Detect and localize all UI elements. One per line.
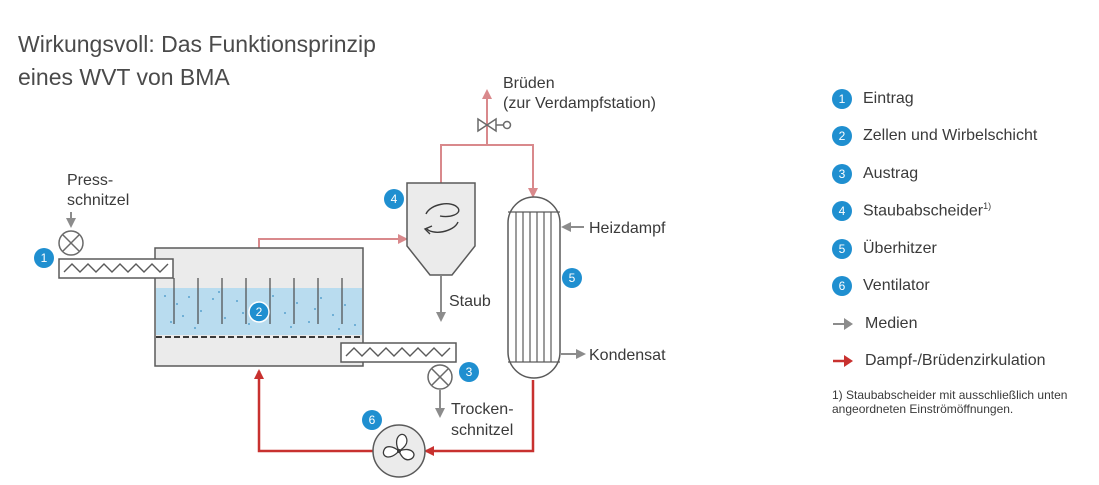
svg-text:5: 5 <box>569 271 576 285</box>
fan-icon <box>372 424 426 478</box>
label-press-pulp-1: Press- <box>67 172 113 189</box>
legend-item-4: 4 Staubabscheider1) <box>832 199 1097 223</box>
label-press-pulp-2: schnitzel <box>67 192 129 209</box>
legend-label: Austrag <box>863 165 919 182</box>
dust-separator <box>406 182 476 276</box>
label-dry-pulp-1: Trocken- <box>451 401 514 418</box>
legend-badge: 3 <box>832 164 852 184</box>
label-condensate: Kondensat <box>589 347 666 364</box>
legend-item-2: 2 Zellen und Wirbelschicht <box>832 124 1097 148</box>
legend-label: Dampf-/Brüdenzirkulation <box>865 352 1046 369</box>
legend-item-5: 5 Überhitzer <box>832 237 1097 261</box>
badge-5: 5 <box>562 268 582 288</box>
svg-text:6: 6 <box>369 413 376 427</box>
page-title: Wirkungsvoll: Das Funktionsprinzip eines… <box>18 28 376 94</box>
inlet-rotary-valve-icon <box>58 230 84 256</box>
badge-3: 3 <box>459 362 479 382</box>
legend-label: Ventilator <box>863 277 930 294</box>
outlet-rotary-valve-icon <box>427 364 453 390</box>
arrow-right-icon <box>833 355 853 367</box>
svg-text:3: 3 <box>466 365 473 379</box>
legend-label-text: Staubabscheider <box>863 202 984 220</box>
label-dry-pulp-2: schnitzel <box>451 422 513 439</box>
legend-label: Staubabscheider1) <box>863 201 991 220</box>
svg-text:2: 2 <box>256 305 263 319</box>
legend-item-circulation: Dampf-/Brüdenzirkulation <box>832 349 1097 373</box>
label-dust: Staub <box>449 293 491 310</box>
legend-label: Zellen und Wirbelschicht <box>863 127 1038 144</box>
inlet-screw-conveyor <box>58 258 174 279</box>
legend-badge: 4 <box>832 201 852 221</box>
legend-label: Überhitzer <box>863 240 937 257</box>
label-heating-steam: Heizdampf <box>589 220 666 237</box>
arrow-right-icon <box>833 318 853 330</box>
svg-text:4: 4 <box>391 192 398 206</box>
footnote-marker: 1) <box>983 201 992 212</box>
circulation-line-fan-to-dryer <box>254 369 373 453</box>
legend-item-1: 1 Eintrag <box>832 87 1097 111</box>
legend-label: Eintrag <box>863 90 914 107</box>
badge-2: 2 <box>248 301 270 323</box>
svg-text:1: 1 <box>41 251 48 265</box>
legend-item-3: 3 Austrag <box>832 162 1097 186</box>
circulation-line-superheater-to-fan <box>424 380 535 456</box>
legend-badge: 2 <box>832 126 852 146</box>
dryer-vessel <box>154 247 364 367</box>
label-bruden-2: (zur Verdampfstation) <box>503 95 656 112</box>
label-bruden-1: Brüden <box>503 75 555 92</box>
footnote-line-2: angeordneten Einströmöffnungen. <box>832 402 1014 416</box>
valve-icon <box>477 117 512 133</box>
superheater <box>507 196 561 379</box>
badge-4: 4 <box>384 189 404 209</box>
badge-6: 6 <box>362 410 382 430</box>
title-line-2: eines WVT von BMA <box>18 64 230 90</box>
legend-badge: 5 <box>832 239 852 259</box>
legend-badge: 1 <box>832 89 852 109</box>
legend-item-6: 6 Ventilator <box>832 274 1097 298</box>
footnote: 1) Staubabscheider mit ausschließlich un… <box>832 388 1094 416</box>
badge-1: 1 <box>34 248 54 268</box>
footnote-line-1: 1) Staubabscheider mit ausschließlich un… <box>832 388 1068 402</box>
legend-label: Medien <box>865 315 918 332</box>
vapor-line-dryer-to-separator <box>258 234 408 248</box>
legend-badge: 6 <box>832 276 852 296</box>
title-line-1: Wirkungsvoll: Das Funktionsprinzip <box>18 31 376 57</box>
outlet-screw-conveyor <box>340 342 457 363</box>
legend-item-media: Medien <box>832 312 1097 336</box>
